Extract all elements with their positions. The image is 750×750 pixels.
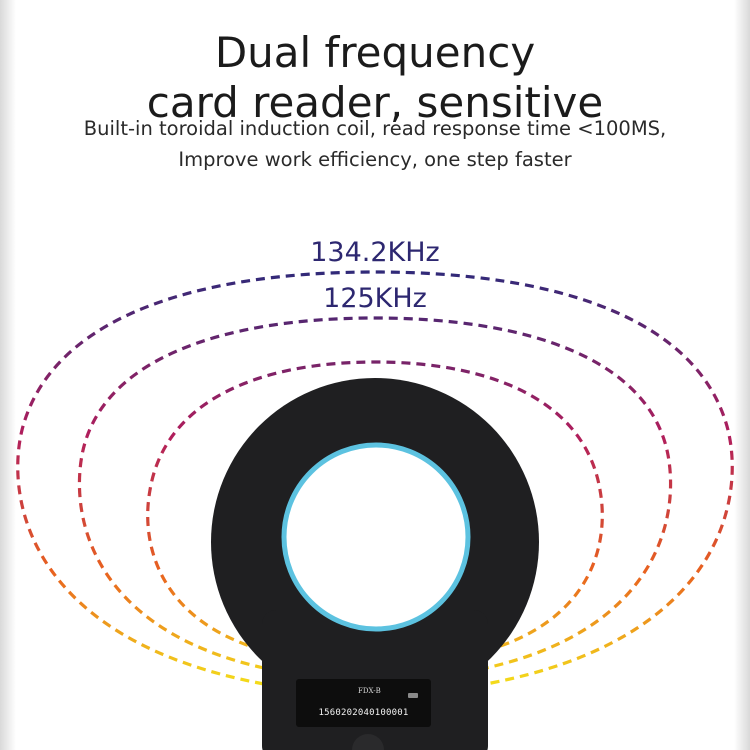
description-line-1: Built-in toroidal induction coil, read r…	[83, 117, 667, 140]
frequency-134-label: 134.2KHz	[310, 237, 440, 268]
title-line-1: Dual frequency	[214, 28, 536, 78]
description-line-2: Improve work efficiency, one step faster	[178, 148, 572, 171]
device-button	[352, 734, 384, 750]
frequency-125-label: 125KHz	[323, 283, 427, 314]
wave-middle-arc	[77, 316, 673, 670]
screen-card-number: 1560202040100001	[318, 708, 409, 718]
device-screen: FDX-B 1560202040100001	[296, 679, 431, 727]
right-edge-shade	[734, 0, 750, 750]
battery-icon	[408, 693, 418, 698]
wave-inner-arc	[146, 360, 604, 652]
title-line-2: card reader, sensitive	[146, 78, 604, 128]
wave-outer-arc	[16, 270, 734, 686]
coil-ring	[281, 442, 471, 632]
page-title: Dual frequency card reader, sensitive	[0, 28, 750, 128]
left-edge-shade	[0, 0, 16, 750]
screen-mode-label: FDX-B	[358, 687, 381, 695]
feature-description: Built-in toroidal induction coil, read r…	[0, 113, 750, 175]
